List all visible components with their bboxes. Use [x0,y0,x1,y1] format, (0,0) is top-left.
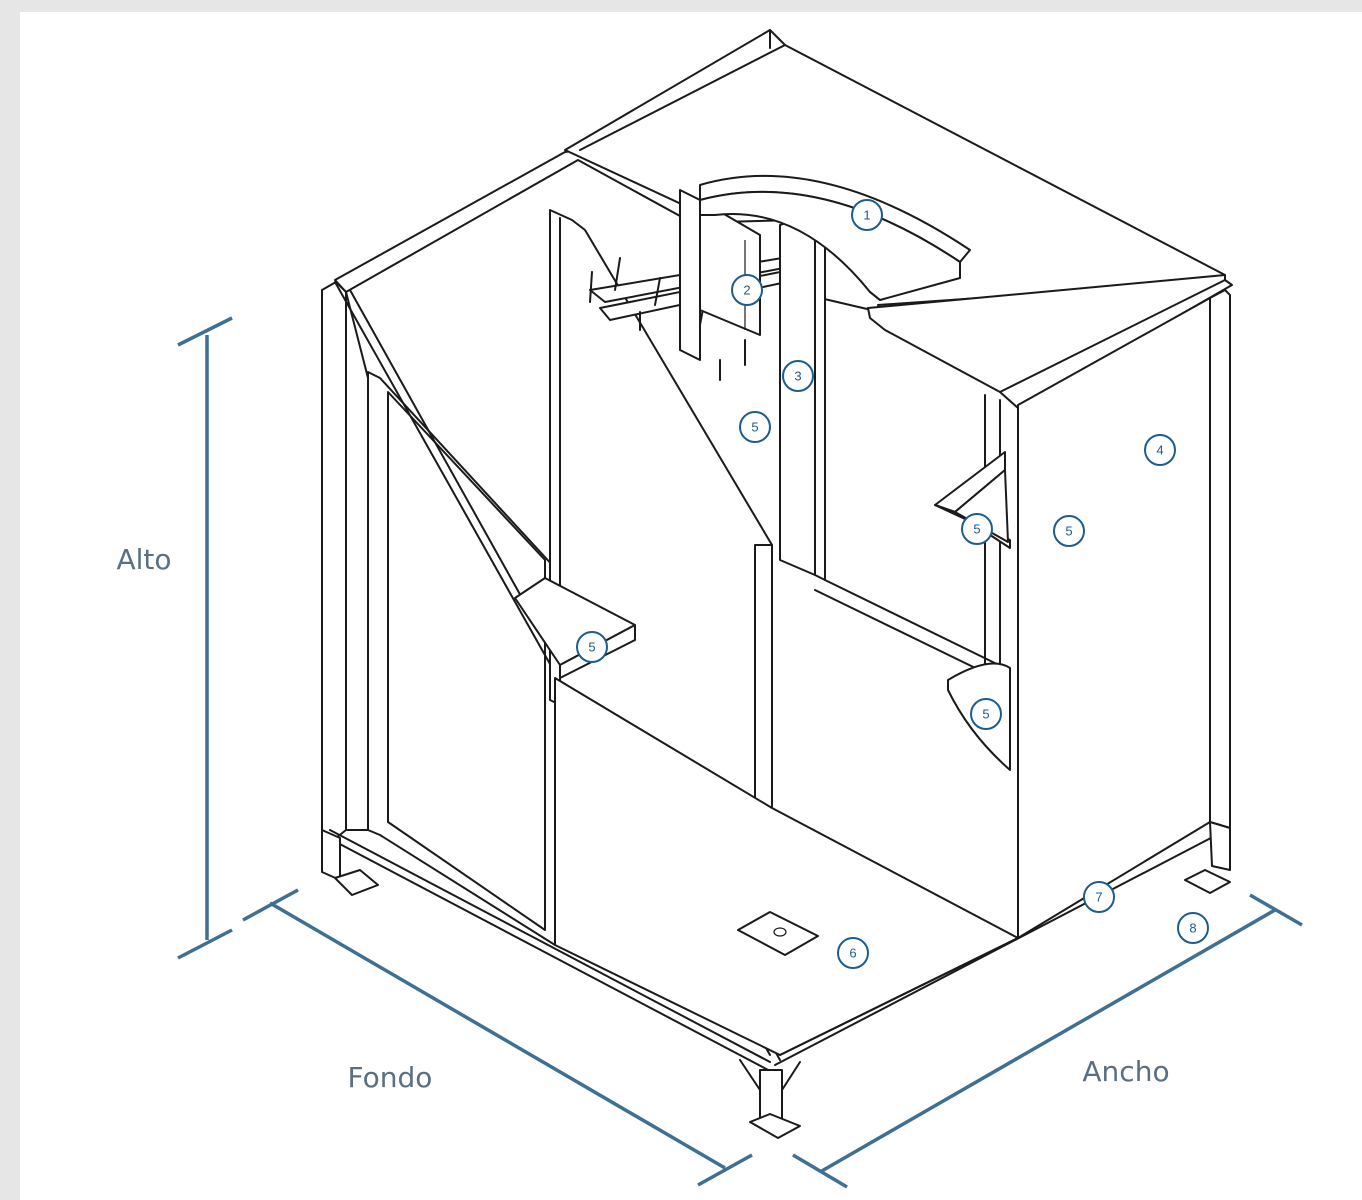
svg-text:5: 5 [588,640,595,655]
svg-text:5: 5 [1065,524,1072,539]
callout-door-frame: 3 [782,360,814,392]
svg-text:3: 3 [794,369,801,384]
svg-text:2: 2 [743,283,750,298]
callout-back-panel: 5 [739,411,771,443]
callout-base-frame: 7 [1083,881,1115,913]
depth-dimension-line [269,901,726,1170]
height-label: Alto [116,543,171,576]
callout-sink: 5 [970,698,1002,730]
callout-floor: 6 [837,937,869,969]
svg-text:5: 5 [751,420,758,435]
svg-text:7: 7 [1095,890,1102,905]
callout-roof-arch: 1 [851,199,883,231]
callout-legs: 8 [1177,912,1209,944]
svg-text:5: 5 [982,707,989,722]
svg-text:4: 4 [1156,443,1163,458]
svg-text:1: 1 [863,208,870,223]
callout-wall-shelf: 5 [961,513,993,545]
svg-text:6: 6 [849,946,856,961]
roof [334,29,1233,409]
floor [329,677,1231,1073]
right-wall [934,289,1231,939]
callout-right-wall: 4 [1144,434,1176,466]
cabin-drawing: Alto Fondo Ancho 1 2 3 5 4 5 5 5 5 7 8 6 [116,29,1303,1189]
depth-label: Fondo [348,1061,433,1094]
dimension-lines [177,316,1303,1189]
callout-right-panel: 5 [1053,515,1085,547]
diagram-canvas: Alto Fondo Ancho 1 2 3 5 4 5 5 5 5 7 8 6 [20,12,1362,1200]
base-legs [321,821,1231,1139]
width-label: Ancho [1082,1055,1169,1088]
callout-bench-seat: 5 [576,631,608,663]
svg-text:8: 8 [1189,921,1196,936]
floor-drain [737,911,819,956]
callout-hook-rail: 2 [731,274,763,306]
back-door [679,189,1006,681]
shower-arch [699,174,971,301]
svg-text:5: 5 [973,522,980,537]
width-dimension-line [819,908,1276,1174]
